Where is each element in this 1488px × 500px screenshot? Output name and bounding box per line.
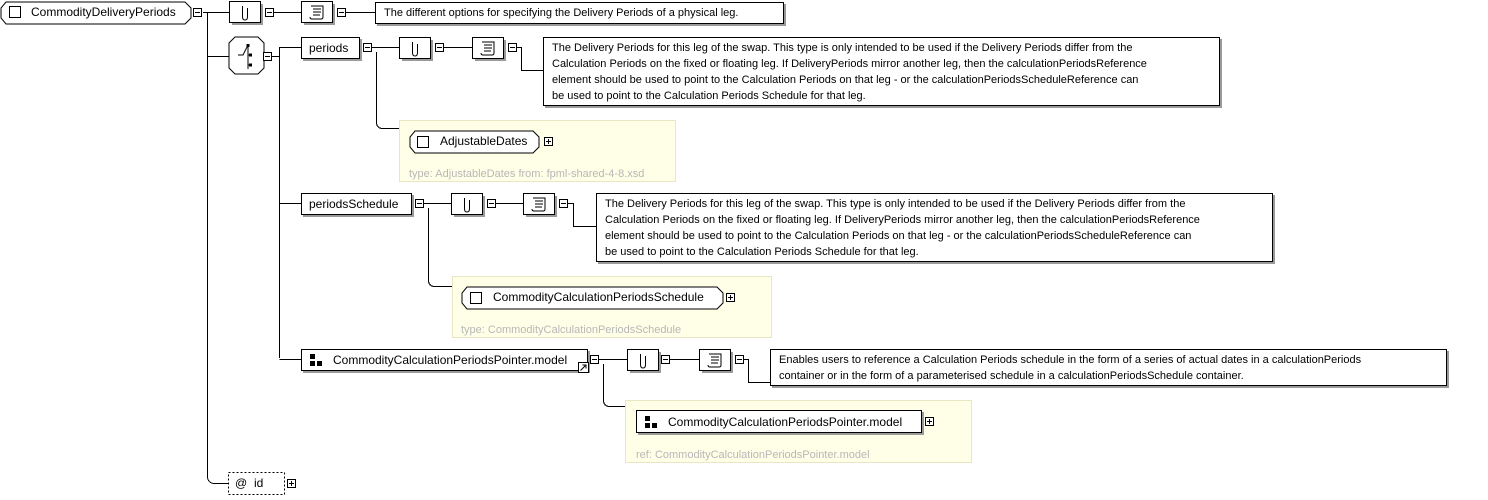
- attribute-id-box[interactable]: [228, 472, 286, 496]
- root-element-label: CommodityDeliveryPeriods: [31, 5, 176, 19]
- reference-arrow-icon: [578, 362, 589, 373]
- model-group-icon: [310, 354, 322, 366]
- expand-icon[interactable]: [287, 479, 296, 488]
- doc-line: container or in the form of a parameteri…: [779, 370, 1244, 382]
- expand-icon[interactable]: [925, 417, 934, 426]
- pointer-ref-label: CommodityCalculationPeriodsPointer.model: [668, 415, 903, 429]
- adjustable-dates-type-box[interactable]: [409, 130, 543, 156]
- root-documentation-text: The different options for specifying the…: [384, 7, 739, 19]
- attribute-id-label: id: [254, 476, 264, 490]
- collapse-icon[interactable]: [435, 43, 444, 52]
- root-documentation: The different options for specifying the…: [375, 2, 784, 24]
- expand-icon[interactable]: [544, 137, 553, 146]
- annotation-icon[interactable]: [627, 349, 663, 373]
- doc-line: Calculation Periods on the fixed or floa…: [552, 58, 1147, 70]
- expand-icon[interactable]: [726, 293, 735, 302]
- collapse-icon[interactable]: [487, 199, 496, 208]
- commodity-calculation-periods-schedule-type-box[interactable]: [461, 286, 727, 312]
- complex-type-icon: [9, 6, 21, 18]
- attribute-at-symbol: @: [235, 476, 248, 490]
- commodity-calculation-periods-schedule-type-label: CommodityCalculationPeriodsSchedule: [493, 290, 704, 304]
- annotation-icon[interactable]: [229, 1, 265, 25]
- pointer-model-group-label: CommodityCalculationPeriodsPointer.model: [333, 353, 568, 367]
- collapse-icon[interactable]: [363, 43, 372, 52]
- collapse-icon[interactable]: [415, 199, 424, 208]
- periods-schedule-element-box[interactable]: periodsSchedule: [301, 193, 412, 215]
- doc-line: Calculation Periods on the fixed or floa…: [605, 214, 1200, 226]
- collapse-icon[interactable]: [661, 355, 670, 364]
- documentation-icon[interactable]: [523, 193, 559, 217]
- complex-type-icon: [417, 136, 429, 148]
- pointer-model-group-box[interactable]: CommodityCalculationPeriodsPointer.model: [301, 349, 588, 371]
- root-element-box[interactable]: [0, 0, 196, 26]
- periods-schedule-documentation: The Delivery Periods for this leg of the…: [596, 193, 1273, 262]
- collapse-icon[interactable]: [263, 52, 272, 61]
- choice-icon[interactable]: [228, 36, 268, 78]
- documentation-icon[interactable]: [301, 1, 337, 25]
- annotation-icon[interactable]: [451, 193, 487, 217]
- annotation-icon[interactable]: [399, 37, 435, 61]
- doc-line: be used to point to the Calculation Peri…: [605, 246, 919, 258]
- periods-schedule-element-label: periodsSchedule: [309, 197, 399, 211]
- pointer-ref-box[interactable]: CommodityCalculationPeriodsPointer.model: [636, 410, 922, 433]
- doc-line: Enables users to reference a Calculation…: [779, 354, 1362, 366]
- model-group-icon: [645, 416, 657, 428]
- doc-line: element should be used to point to the C…: [552, 74, 1139, 86]
- doc-line: be used to point to the Calculation Peri…: [552, 90, 866, 102]
- doc-line: The Delivery Periods for this leg of the…: [605, 198, 1186, 210]
- periods-element-box[interactable]: periods: [301, 37, 360, 59]
- documentation-icon[interactable]: [472, 37, 508, 61]
- periods-type-caption: type: AdjustableDates from: fpml-shared-…: [409, 168, 645, 180]
- doc-line: element should be used to point to the C…: [605, 230, 1192, 242]
- pointer-documentation: Enables users to reference a Calculation…: [770, 349, 1447, 386]
- periods-documentation: The Delivery Periods for this leg of the…: [543, 37, 1220, 106]
- adjustable-dates-type-label: AdjustableDates: [440, 134, 528, 148]
- complex-type-icon: [470, 292, 482, 304]
- collapse-icon[interactable]: [337, 8, 346, 17]
- collapse-icon[interactable]: [590, 355, 599, 364]
- periods-element-label: periods: [309, 41, 349, 55]
- periods-schedule-type-caption: type: CommodityCalculationPeriodsSchedul…: [461, 324, 682, 336]
- collapse-icon[interactable]: [193, 8, 202, 17]
- pointer-ref-caption: ref: CommodityCalculationPeriodsPointer.…: [636, 449, 870, 461]
- collapse-icon[interactable]: [559, 199, 568, 208]
- collapse-icon[interactable]: [735, 355, 744, 364]
- collapse-icon[interactable]: [508, 43, 517, 52]
- documentation-icon[interactable]: [699, 349, 735, 373]
- doc-line: The Delivery Periods for this leg of the…: [552, 42, 1133, 54]
- collapse-icon[interactable]: [265, 8, 274, 17]
